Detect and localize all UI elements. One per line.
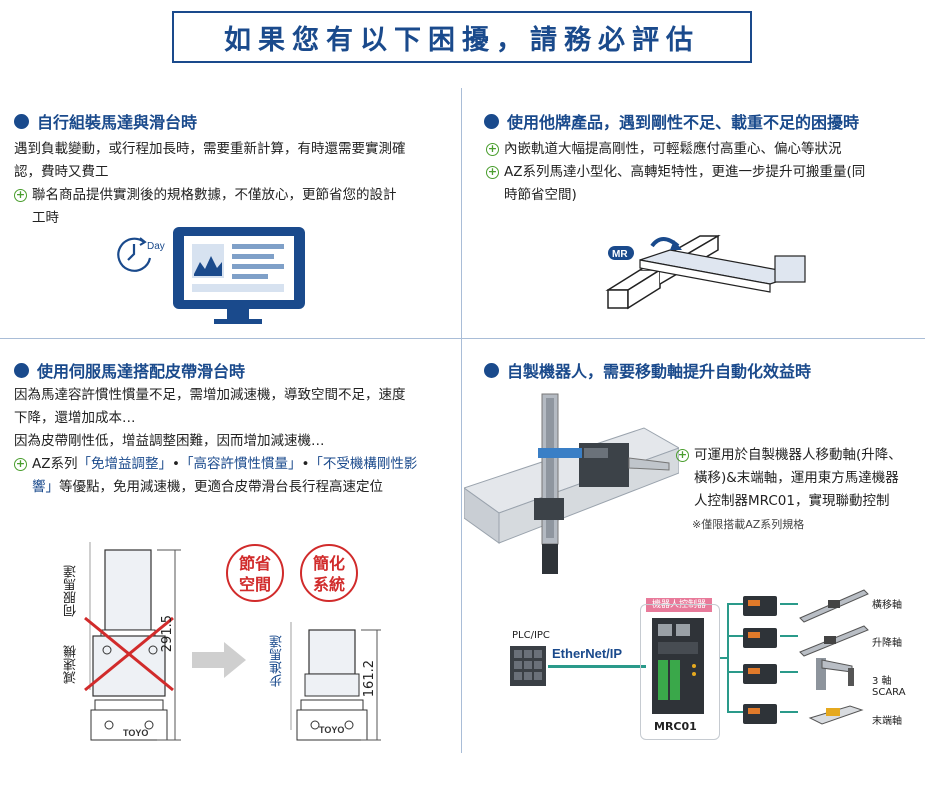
servo-motor-label: 伺服馬達 (64, 565, 79, 617)
toyo-logo: TOYO (123, 728, 148, 738)
section1-heading: 自行組裝馬達與滑台時 (14, 109, 197, 133)
scara-image (816, 658, 854, 690)
robot-gantry-image (464, 393, 679, 574)
plus-icon: + (14, 188, 27, 202)
page-title: 如果您有以下困擾，請務必評估 (224, 24, 700, 56)
clock-day-label: Day (147, 241, 165, 252)
servo-motor-drawing: TOYO (84, 542, 181, 741)
reducer-label: 減速機 (64, 645, 79, 684)
mrc01-controller-image (652, 618, 704, 714)
plus-icon: + (486, 142, 499, 156)
az-series-note: ※僅限搭載AZ系列規格 (692, 518, 805, 531)
plus-icon: + (486, 165, 499, 179)
plc-device-icon (510, 646, 546, 686)
ethernet-ip-label: EtherNet/IP (552, 646, 623, 661)
axis-label-horizontal: 橫移軸 (872, 600, 902, 611)
toyo-logo: TOYO (319, 725, 344, 735)
right-arrow-icon (192, 642, 246, 678)
axis-label-scara: 3 軸 SCARA (872, 676, 906, 698)
section2-body: + 內嵌軌道大幅提高剛性，可輕鬆應付高重心、偏心等狀況 + AZ系列馬達小型化、… (486, 138, 916, 207)
driver-icon-4 (743, 704, 777, 724)
section4-heading: 自製機器人，需要移動軸提升自動化效益時 (484, 358, 811, 382)
section1-plus-item: + 聯名商品提供實測後的規格數據，不僅放心，更節省您的設計 工時 (14, 187, 397, 226)
stepper-motor-label: 步進馬達 (270, 635, 285, 687)
plus-icon: + (14, 457, 27, 471)
monitor-icon (173, 227, 305, 324)
driver-icon-2 (743, 628, 777, 648)
bullet-dot (484, 113, 499, 129)
stepper-motor-drawing: TOYO (290, 622, 381, 741)
axis-label-vertical: 升降軸 (872, 638, 902, 649)
dimension-right: 161.2 (362, 660, 377, 698)
robot-controller-tag: 機器人控制器 (646, 598, 712, 612)
section4-body: + 可運用於自製機器人移動軸(升降、 橫移)&末端軸，運用東方馬達機器 人控制器… (676, 444, 921, 513)
section2-plus-item-2: + AZ系列馬達小型化、高轉矩特性，更進一步提升可搬重量(同 時節省空間) (486, 164, 866, 203)
section1-body: 遇到負載變動，或行程加長時，需要重新計算，有時還需要實測確 認，費時又費工 + … (14, 138, 454, 230)
plc-ipc-label: PLC/IPC (512, 630, 550, 641)
bullet-dot (14, 362, 29, 378)
mrc01-label: MRC01 (654, 720, 697, 733)
section3-plus-item: + AZ系列「免增益調整」•「高容許慣性慣量」•「不受機構剛性影 響」等優點，免… (14, 456, 418, 495)
horizontal-divider (0, 338, 925, 339)
vertical-axis-image (799, 625, 869, 657)
section2-plus-item-1: + 內嵌軌道大幅提高剛性，可輕鬆應付高重心、偏心等狀況 (486, 141, 842, 157)
section2-heading: 使用他牌產品，遇到剛性不足、載重不足的困擾時 (484, 109, 859, 133)
bullet-dot (484, 362, 499, 378)
driver-icon-3 (743, 664, 777, 684)
page-title-box: 如果您有以下困擾，請務必評估 (172, 11, 752, 63)
mrc01-frame (640, 604, 720, 740)
dimension-left: 291.5 (160, 615, 175, 653)
section3-heading: 使用伺服馬達搭配皮帶滑台時 (14, 358, 245, 382)
badge-simplify-system: 簡化系統 (300, 544, 358, 602)
bullet-dot (14, 113, 29, 129)
section4-plus-item: + 可運用於自製機器人移動軸(升降、 橫移)&末端軸，運用東方馬達機器 人控制器… (676, 447, 902, 509)
beam-moment-diagram: MR (605, 234, 806, 310)
horizontal-axis-image (799, 589, 869, 623)
badge-save-space: 節省空間 (226, 544, 284, 602)
plus-icon: + (676, 448, 689, 462)
ethernet-line (548, 665, 646, 668)
mr-label: MR (612, 249, 628, 260)
section3-body: 因為馬達容許慣性慣量不足，需增加減速機，導致空間不足，速度 下降，還增加成本… … (14, 384, 459, 499)
axis-label-end: 末端軸 (872, 716, 902, 727)
driver-icon-1 (743, 596, 777, 616)
driver-connection-lines (720, 603, 798, 713)
vertical-divider (461, 88, 462, 753)
clock-icon: Day (117, 237, 165, 272)
end-axis-image (808, 705, 864, 725)
